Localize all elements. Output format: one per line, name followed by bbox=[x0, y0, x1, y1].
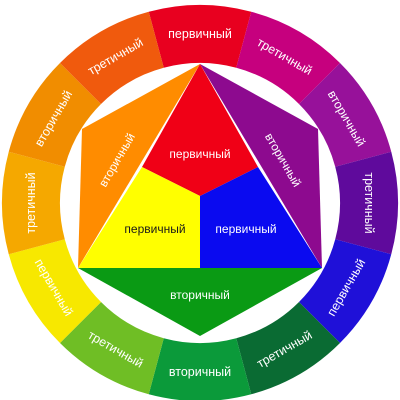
center-green-label: вторичный bbox=[170, 288, 230, 302]
center-yellow-label: первичный bbox=[124, 222, 185, 236]
ring-segment-label: первичный bbox=[168, 27, 232, 41]
center-red-segment bbox=[142, 64, 258, 196]
ring-segment-label: третичный bbox=[362, 172, 376, 233]
ring-segment bbox=[335, 151, 398, 255]
ring-segment bbox=[236, 11, 341, 105]
center-green-triangle bbox=[78, 268, 322, 336]
center-yellow-segment bbox=[78, 167, 200, 268]
center-violet-triangle bbox=[200, 64, 322, 268]
ring-segment-label: третичный bbox=[24, 172, 38, 233]
center-blue-label: первичный bbox=[215, 222, 276, 236]
ring-segment bbox=[59, 301, 164, 395]
ring-segment bbox=[2, 151, 65, 255]
center-orange-triangle bbox=[78, 64, 200, 268]
ring-segment bbox=[298, 62, 392, 167]
ring-segment bbox=[8, 62, 102, 167]
ring-segment bbox=[59, 11, 164, 105]
ring-segment bbox=[148, 5, 252, 68]
center-blue-segment bbox=[200, 167, 322, 268]
center-hexagon: первичный первичный первичный вторичный … bbox=[78, 64, 322, 336]
color-ring: первичный третичный вторичный третичный перв… bbox=[2, 5, 398, 400]
ring-segment bbox=[148, 338, 252, 400]
ring-segment bbox=[298, 239, 392, 344]
ring-segment bbox=[236, 301, 341, 395]
ring-segment-label: вторичный bbox=[169, 365, 231, 379]
center-red-label: первичный bbox=[169, 147, 230, 161]
ring-segment bbox=[8, 239, 102, 344]
